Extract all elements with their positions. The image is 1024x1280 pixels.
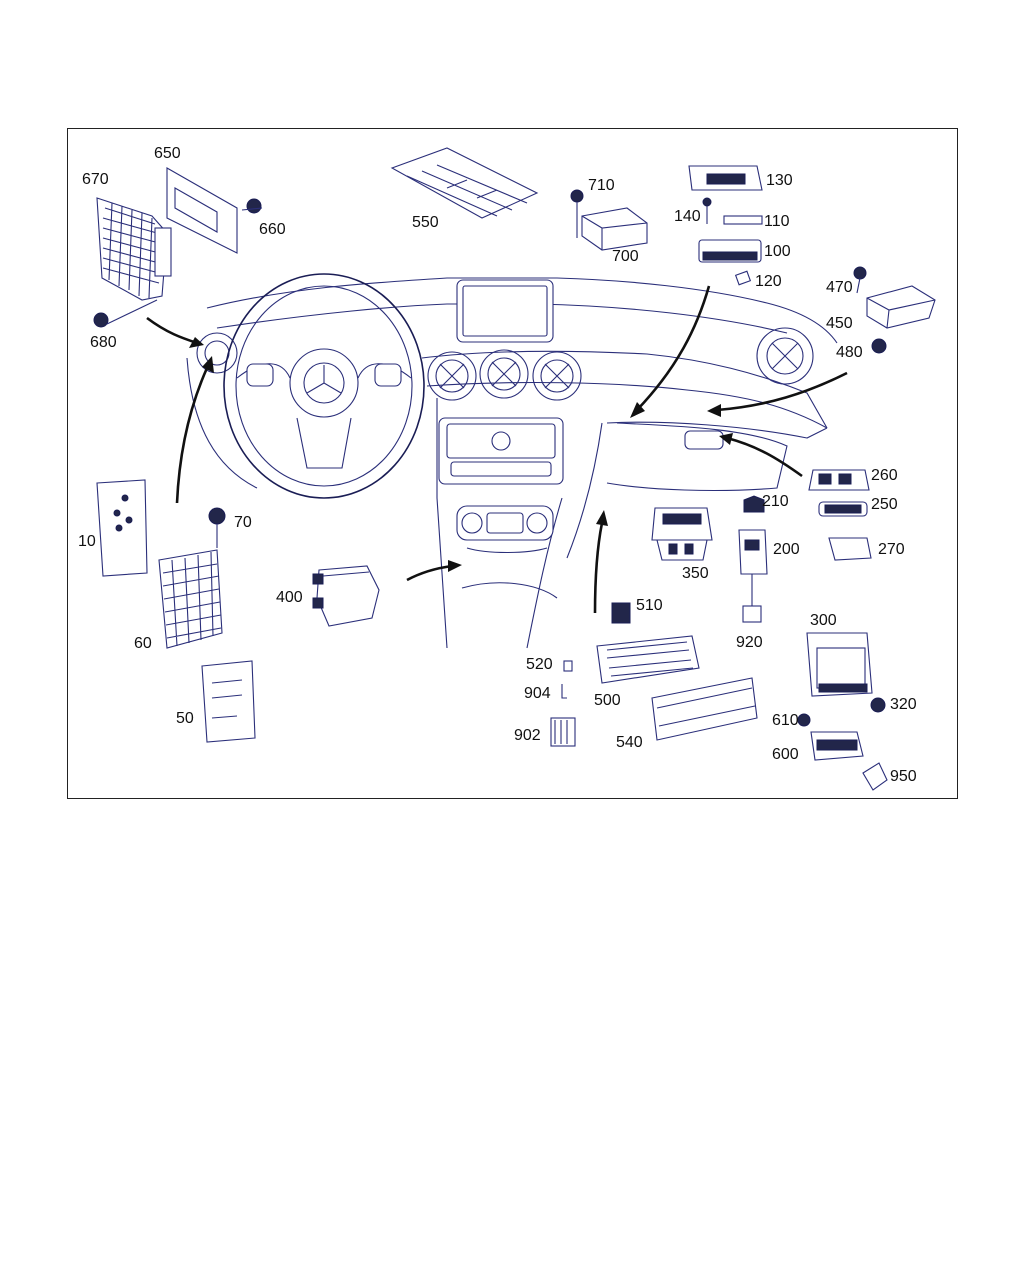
callout-320: 320 <box>890 696 917 713</box>
part-550-mat <box>390 147 539 219</box>
callout-680: 680 <box>90 334 117 351</box>
callout-250: 250 <box>871 496 898 513</box>
callout-660: 660 <box>259 221 286 238</box>
steering-wheel <box>223 273 425 499</box>
part-700-box <box>570 189 648 251</box>
callout-540: 540 <box>616 734 643 751</box>
callout-350: 350 <box>682 565 709 582</box>
callout-520: 520 <box>526 656 553 673</box>
callout-500: 500 <box>594 692 621 709</box>
callout-470: 470 <box>826 279 853 296</box>
part-400-module <box>312 565 380 627</box>
callout-550: 550 <box>412 214 439 231</box>
callout-400: 400 <box>276 589 303 606</box>
callout-10: 10 <box>78 533 96 550</box>
callout-110: 110 <box>764 213 790 230</box>
callout-140: 140 <box>674 208 701 225</box>
part-540-bracket <box>651 677 758 741</box>
callout-210: 210 <box>762 493 789 510</box>
dashboard-outline <box>186 273 838 649</box>
callout-arrows <box>146 285 848 614</box>
callout-100: 100 <box>764 243 791 260</box>
callout-450: 450 <box>826 315 853 332</box>
callout-50: 50 <box>176 710 194 727</box>
callout-480: 480 <box>836 344 863 361</box>
callout-650: 650 <box>154 145 181 162</box>
callout-610: 610 <box>772 712 799 729</box>
callout-600: 600 <box>772 746 799 763</box>
callout-260: 260 <box>871 467 898 484</box>
callout-130: 130 <box>766 172 793 189</box>
callout-902: 902 <box>514 727 541 744</box>
dashboard-parts-illustration <box>93 147 936 791</box>
part-60-mesh-bracket <box>158 549 223 649</box>
callout-670: 670 <box>82 171 109 188</box>
callout-70: 70 <box>234 514 252 531</box>
side-vent-right <box>756 327 814 385</box>
part-350-module <box>651 507 713 561</box>
callout-510: 510 <box>636 597 663 614</box>
callout-700: 700 <box>612 248 639 265</box>
part-260-switch <box>808 469 870 491</box>
callout-300: 300 <box>810 612 837 629</box>
part-670-bracket <box>96 197 172 301</box>
callout-270: 270 <box>878 541 905 558</box>
part-650-module <box>166 167 238 254</box>
callout-120: 120 <box>755 273 782 290</box>
callout-904: 904 <box>524 685 551 702</box>
part-500-relay-box <box>596 635 700 684</box>
part-300-module <box>806 632 873 697</box>
callout-60: 60 <box>134 635 152 652</box>
callout-950: 950 <box>890 768 917 785</box>
part-450-module <box>866 285 936 329</box>
callout-200: 200 <box>773 541 800 558</box>
part-130-panel <box>688 165 763 191</box>
callout-920: 920 <box>736 634 763 651</box>
callout-710: 710 <box>588 177 615 194</box>
center-vents <box>427 349 582 401</box>
